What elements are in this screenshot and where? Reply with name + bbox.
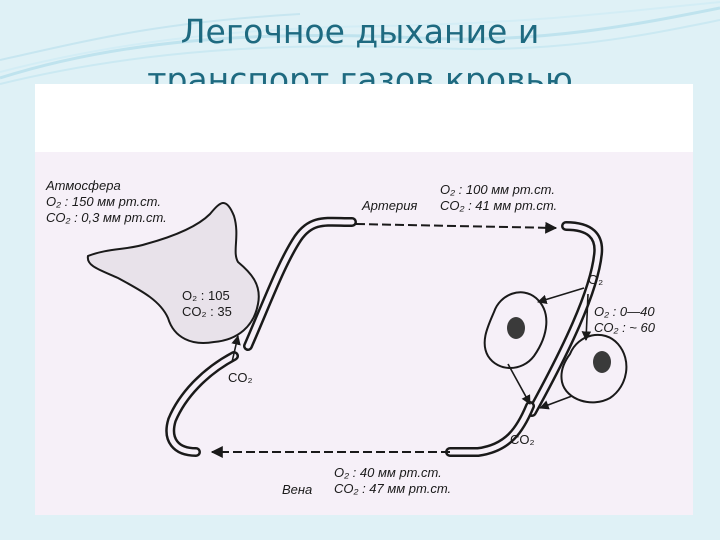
vein-name: Вена [282, 482, 313, 497]
atmosphere-o2: O₂ : 150 мм рт.ст. [46, 194, 161, 209]
o2-tissue-label: O₂ [588, 272, 604, 287]
co2-lung-arrow [231, 335, 241, 363]
tissue-values: O₂ : 0—40 CO₂ : ~ 60 [594, 304, 655, 336]
co2-from-right-cell-arrow [539, 395, 573, 410]
atmosphere-label: Атмосфера O₂ : 150 мм рт.ст. CO₂ : 0,3 м… [46, 178, 167, 226]
co2-tissue-label: CO₂ [510, 432, 535, 447]
vein-co2: CO₂ : 47 мм рт.ст. [334, 481, 452, 496]
o2-to-right-cell-arrow [581, 293, 592, 341]
alveolus-label: O₂ : 105 CO₂ : 35 [182, 288, 232, 320]
artery-o2: O₂ : 100 мм рт.ст. [440, 182, 555, 197]
vein-values: O₂ : 40 мм рт.ст. CO₂ : 47 мм рт.ст. [334, 465, 451, 497]
atmosphere-co2: CO₂ : 0,3 мм рт.ст. [46, 210, 167, 225]
vein-o2: O₂ : 40 мм рт.ст. [334, 465, 442, 480]
alveolus-co2: CO₂ : 35 [182, 304, 232, 319]
artery-co2: CO₂ : 41 мм рт.ст. [440, 198, 558, 213]
o2-to-left-cell-arrow [537, 287, 585, 305]
artery-vessel [243, 216, 357, 351]
tissue-cell-left-nucleus [507, 317, 525, 339]
slide-title-line-1: Легочное дыхание и [180, 12, 540, 51]
alveolus-blob [86, 202, 260, 344]
header-waves [0, 1, 720, 85]
artery-arrow [355, 221, 558, 234]
alveolus-o2: O₂ : 105 [182, 288, 230, 303]
co2-from-left-cell-arrow [507, 363, 531, 405]
artery-values: O₂ : 100 мм рт.ст. CO₂ : 41 мм рт.ст. [440, 182, 557, 214]
tissue-o2: O₂ : 0—40 [594, 304, 655, 319]
co2-lung-label: CO₂ [228, 370, 253, 385]
tissue-co2: CO₂ : ~ 60 [594, 320, 655, 335]
artery-name: Артерия [362, 198, 418, 213]
atmosphere-name: Атмосфера [46, 178, 121, 193]
tissue-cell-right-nucleus [593, 351, 611, 373]
tissue-cell-right [560, 334, 628, 404]
